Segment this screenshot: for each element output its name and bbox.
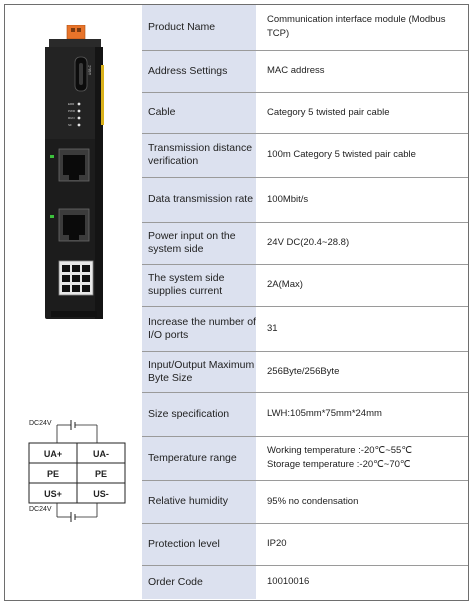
spec-value: 10010016	[256, 565, 468, 599]
device-illustration: USB-C ERR PWR RUN SF	[45, 25, 104, 319]
spec-value: LWH:105mm*75mm*24mm	[256, 392, 468, 437]
product-sheet: USB-C ERR PWR RUN SF	[4, 4, 469, 601]
spec-table: Product Name Communication interface mod…	[142, 5, 468, 599]
spec-row-product-name: Product Name Communication interface mod…	[142, 5, 468, 51]
spec-row-supply-current: The system side supplies current 2A(Max)	[142, 264, 468, 307]
wiring-terminal-grid: UA+ UA- PE PE US+ US-	[28, 442, 126, 504]
spec-label: Data transmission rate	[142, 177, 257, 223]
spec-label: Relative humidity	[142, 480, 257, 524]
spec-row-protection: Protection level IP20	[142, 523, 468, 566]
spec-row-cable: Cable Category 5 twisted pair cable	[142, 92, 468, 134]
working-temperature: Working temperature :-20℃~55℃	[267, 445, 412, 456]
spec-row-byte-size: Input/Output Maximum Byte Size 256Byte/2…	[142, 351, 468, 393]
led-panel: ERR PWR RUN SF	[68, 102, 81, 127]
spec-label: Order Code	[142, 565, 257, 599]
spec-row-transmission-distance: Transmission distance verification 100m …	[142, 133, 468, 178]
led-label-err: ERR	[68, 102, 75, 106]
spec-value: IP20	[256, 523, 468, 566]
top-connector	[66, 25, 86, 40]
spec-value: 2A(Max)	[256, 264, 468, 307]
wiring-diagram: DC24V UA+ UA- PE PE US+ US-	[28, 420, 126, 522]
led-label-run: RUN	[68, 116, 75, 120]
terminal-us-minus: US-	[93, 489, 109, 499]
spec-row-address-settings: Address Settings MAC address	[142, 50, 468, 93]
terminal-pe-right: PE	[95, 469, 107, 479]
spec-label: Power input on the system side	[142, 222, 257, 265]
spec-label: Increase the number of I/O ports	[142, 306, 257, 352]
spec-value: Working temperature :-20℃~55℃ Storage te…	[256, 436, 468, 481]
spec-value: 100Mbit/s	[256, 177, 468, 223]
ethernet-port-1	[50, 148, 90, 182]
spec-value: 256Byte/256Byte	[256, 351, 468, 393]
spec-value: 31	[256, 306, 468, 352]
spec-label: Input/Output Maximum Byte Size	[142, 351, 257, 393]
spec-row-temperature: Temperature range Working temperature :-…	[142, 436, 468, 481]
spec-row-io-ports: Increase the number of I/O ports 31	[142, 306, 468, 352]
spec-label: Cable	[142, 92, 257, 134]
led-label-sf: SF	[68, 123, 72, 127]
spec-value: 100m Category 5 twisted pair cable	[256, 133, 468, 178]
spec-row-order-code: Order Code 10010016	[142, 565, 468, 599]
terminal-ua-plus: UA+	[44, 449, 62, 459]
storage-temperature: Storage temperature :-20℃~70℃	[267, 459, 411, 470]
terminal-ua-minus: UA-	[93, 449, 109, 459]
spec-label: Size specification	[142, 392, 257, 437]
supply-label-bottom: DC24V	[29, 506, 52, 513]
product-image-panel: USB-C ERR PWR RUN SF	[5, 5, 142, 600]
spec-value: MAC address	[256, 50, 468, 93]
spec-row-size: Size specification LWH:105mm*75mm*24mm	[142, 392, 468, 437]
terminal-block	[58, 260, 94, 296]
spec-label: Product Name	[142, 5, 257, 51]
ethernet-port-2	[50, 208, 90, 242]
spec-label: The system side supplies current	[142, 264, 257, 307]
spec-value: 24V DC(20.4~28.8)	[256, 222, 468, 265]
spec-value: Communication interface module (Modbus T…	[256, 5, 468, 51]
spec-row-humidity: Relative humidity 95% no condensation	[142, 480, 468, 524]
spec-label: Transmission distance verification	[142, 133, 257, 178]
led-label-pwr: PWR	[68, 109, 76, 113]
spec-row-data-rate: Data transmission rate 100Mbit/s	[142, 177, 468, 223]
terminal-us-plus: US+	[44, 489, 62, 499]
usb-label: USB-C	[88, 64, 92, 75]
terminal-pe-left: PE	[47, 469, 59, 479]
supply-label-top: DC24V	[29, 420, 52, 427]
spec-value: Category 5 twisted pair cable	[256, 92, 468, 134]
spec-row-power-input: Power input on the system side 24V DC(20…	[142, 222, 468, 265]
spec-label: Protection level	[142, 523, 257, 566]
spec-label: Temperature range	[142, 436, 257, 481]
spec-value: 95% no condensation	[256, 480, 468, 524]
spec-label: Address Settings	[142, 50, 257, 93]
